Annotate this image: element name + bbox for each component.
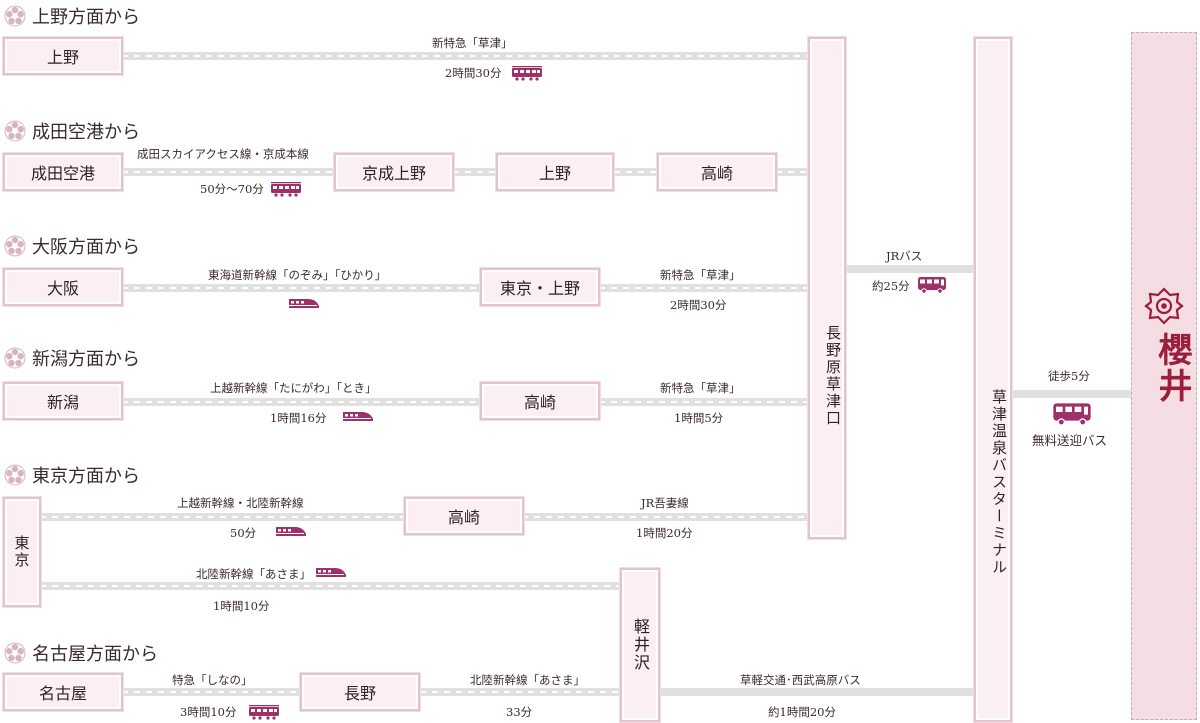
shinkansen-icon bbox=[343, 412, 373, 421]
label-osaka-kusatsu-train: 新特急「草津」 bbox=[660, 268, 741, 282]
label-niigata-kusatsu-train: 新特急「草津」 bbox=[660, 381, 741, 395]
section-heading-narita: 成田空港から bbox=[4, 118, 140, 144]
train-icon bbox=[512, 66, 542, 81]
route-line-hokuriku bbox=[40, 582, 620, 590]
station-takasaki-3: 高崎 bbox=[404, 497, 524, 535]
route-line-tokyo-2 bbox=[522, 513, 808, 521]
label-narita-time: 50分〜70分 bbox=[200, 182, 264, 196]
route-line-ueno bbox=[122, 52, 808, 60]
label-agatsuma-time: 1時間20分 bbox=[636, 526, 693, 540]
section-heading-text: 大阪方面から bbox=[32, 237, 140, 258]
label-kusakaru-bus: 草軽交通･西武高原バス bbox=[740, 673, 861, 687]
route-line-narita-3 bbox=[614, 168, 657, 176]
sakurai-crest-icon bbox=[1144, 287, 1184, 325]
section-heading-osaka: 大阪方面から bbox=[4, 233, 140, 259]
label-jr-bus: JRバス bbox=[886, 249, 923, 263]
route-line-nagano bbox=[420, 688, 620, 696]
label-nagoya-train: 特急「しなの」 bbox=[172, 673, 253, 687]
label-osaka-kusatsu-time: 2時間30分 bbox=[670, 298, 727, 312]
route-line-nagoya bbox=[122, 688, 302, 696]
route-line-osaka-1 bbox=[122, 284, 480, 292]
shinkansen-icon bbox=[289, 299, 319, 308]
route-line-osaka-2 bbox=[599, 284, 808, 292]
route-line-niigata-1 bbox=[122, 398, 480, 406]
train-icon bbox=[271, 182, 301, 197]
label-tokyo-time: 50分 bbox=[230, 526, 257, 540]
label-ueno-time: 2時間30分 bbox=[445, 66, 502, 80]
route-line-tokyo-1 bbox=[40, 513, 404, 521]
label-nagano-time: 33分 bbox=[506, 705, 533, 719]
station-ueno-2: 上野 bbox=[496, 153, 614, 191]
bus-icon bbox=[918, 277, 946, 294]
section-heading-tokyo: 東京方面から bbox=[4, 462, 140, 488]
route-line-narita-1 bbox=[122, 168, 334, 176]
label-kusakaru-time: 約1時間20分 bbox=[768, 705, 836, 719]
sakura-flower-icon bbox=[4, 347, 26, 369]
label-walk: 徒歩5分 bbox=[1048, 369, 1090, 383]
section-heading-nagoya: 名古屋方面から bbox=[4, 640, 158, 666]
station-tokyo-ueno: 東京・上野 bbox=[480, 268, 600, 306]
label-niigata-train: 上越新幹線「たにがわ」「とき」 bbox=[210, 381, 377, 395]
sakura-flower-icon bbox=[4, 464, 26, 486]
section-heading-text: 成田空港から bbox=[32, 122, 140, 143]
route-line-jrbus bbox=[846, 265, 976, 273]
label-ueno-train: 新特急「草津」 bbox=[432, 36, 513, 50]
shinkansen-icon bbox=[276, 527, 306, 536]
station-nagano: 長野 bbox=[300, 673, 420, 711]
label-niigata-time: 1時間16分 bbox=[270, 411, 327, 425]
station-karuizawa: 軽井沢 bbox=[620, 568, 660, 722]
label-shuttle: 無料送迎バス bbox=[1032, 433, 1108, 448]
route-line-narita-2 bbox=[453, 168, 496, 176]
route-line-narita-4 bbox=[776, 168, 808, 176]
sakura-flower-icon bbox=[4, 120, 26, 142]
section-heading-niigata: 新潟方面から bbox=[4, 345, 140, 371]
label-hokuriku-time: 1時間10分 bbox=[213, 599, 270, 613]
route-line-kusakaru bbox=[660, 688, 976, 696]
section-heading-text: 新潟方面から bbox=[32, 349, 140, 370]
label-hokuriku-train: 北陸新幹線「あさま」 bbox=[196, 567, 311, 581]
section-heading-text: 東京方面から bbox=[32, 466, 140, 487]
station-takasaki-1: 高崎 bbox=[657, 153, 777, 191]
sakura-flower-icon bbox=[4, 642, 26, 664]
station-kusatsu-bus-terminal: 草津温泉バスターミナル bbox=[974, 37, 1012, 722]
station-takasaki-2: 高崎 bbox=[480, 382, 600, 420]
label-nagano-train: 北陸新幹線「あさま」 bbox=[470, 673, 585, 687]
label-narita-train: 成田スカイアクセス線・京成本線 bbox=[137, 147, 309, 161]
label-osaka-train: 東海道新幹線「のぞみ」「ひかり」 bbox=[208, 268, 387, 282]
station-keisei-ueno: 京成上野 bbox=[334, 153, 454, 191]
label-nagoya-time: 3時間10分 bbox=[180, 705, 237, 719]
label-agatsuma-train: JR吾妻線 bbox=[641, 496, 689, 510]
destination-name: 櫻井 bbox=[1152, 332, 1192, 404]
label-niigata-kusatsu-time: 1時間5分 bbox=[674, 411, 724, 425]
label-jr-bus-time: 約25分 bbox=[872, 279, 910, 293]
sakura-flower-icon bbox=[4, 235, 26, 257]
station-ueno: 上野 bbox=[3, 37, 123, 75]
route-line-walk bbox=[1012, 390, 1132, 398]
station-osaka: 大阪 bbox=[3, 268, 123, 306]
section-heading-text: 上野方面から bbox=[32, 7, 140, 28]
station-narita: 成田空港 bbox=[3, 153, 123, 191]
label-tokyo-train: 上越新幹線・北陸新幹線 bbox=[177, 496, 304, 510]
station-niigata: 新潟 bbox=[3, 382, 123, 420]
shuttle-bus-icon bbox=[1053, 403, 1091, 426]
section-heading-ueno: 上野方面から bbox=[4, 3, 140, 29]
station-naganohara-kusatsuguchi: 長野原草津口 bbox=[808, 37, 846, 539]
train-icon bbox=[249, 705, 279, 720]
section-heading-text: 名古屋方面から bbox=[32, 644, 158, 665]
shinkansen-icon bbox=[316, 568, 346, 577]
station-nagoya: 名古屋 bbox=[3, 673, 123, 711]
destination-panel bbox=[1131, 32, 1197, 720]
sakura-flower-icon bbox=[4, 5, 26, 27]
route-line-niigata-2 bbox=[599, 398, 808, 406]
station-tokyo: 東京 bbox=[3, 497, 41, 607]
